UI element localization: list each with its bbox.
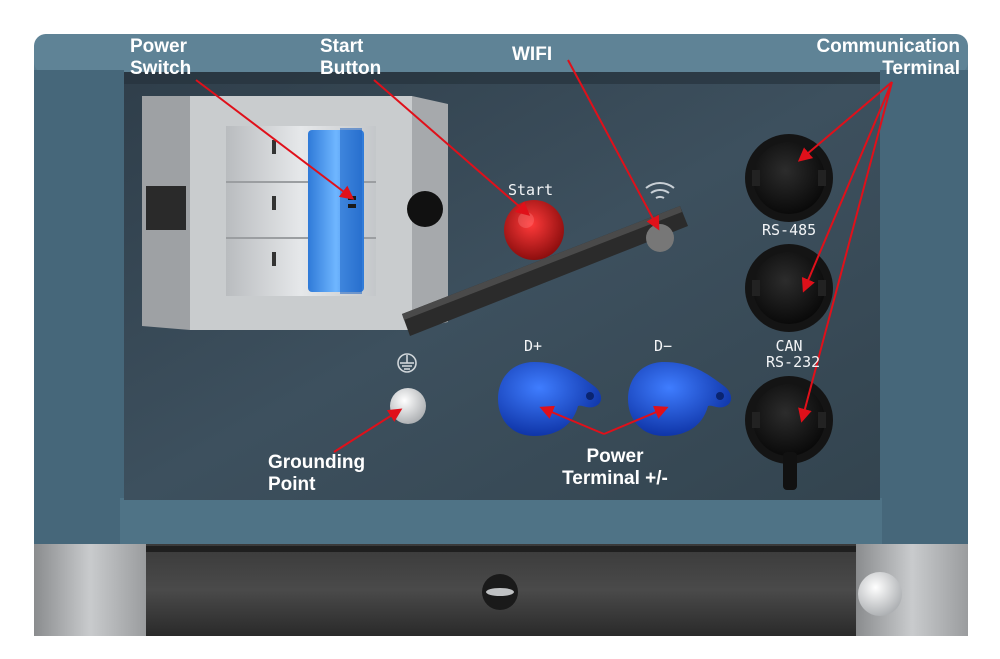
arrow-comm-rs485 bbox=[797, 81, 893, 162]
arrow-wifi bbox=[567, 59, 660, 231]
connector-rs485[interactable] bbox=[745, 134, 833, 222]
connector-can[interactable] bbox=[745, 244, 833, 332]
arrow-power-switch bbox=[195, 79, 355, 200]
bottom-screw-slot bbox=[486, 588, 514, 596]
label-power-switch: Power Switch bbox=[130, 36, 191, 80]
bottom-left-side bbox=[34, 544, 146, 636]
panel-label-d-minus: D− bbox=[654, 338, 672, 354]
casing-left-rail bbox=[34, 70, 124, 544]
label-power-terminal-line2: Terminal +/- bbox=[562, 468, 668, 489]
label-wifi-text: WIFI bbox=[512, 44, 553, 65]
grounding-point bbox=[390, 388, 426, 424]
start-button[interactable] bbox=[504, 200, 564, 260]
casing-top-lip bbox=[34, 34, 968, 74]
label-wifi: WIFI bbox=[512, 44, 552, 66]
casing-bottom-band bbox=[120, 498, 882, 546]
power-terminal-positive[interactable] bbox=[498, 362, 602, 436]
panel-label-rs485-text: RS-485 bbox=[762, 221, 817, 239]
callout-arrows bbox=[195, 59, 893, 453]
label-grounding-line2: Point bbox=[268, 474, 316, 495]
label-power-switch-line1: Power bbox=[130, 36, 188, 57]
arrow-power-pos bbox=[539, 405, 605, 435]
arrow-comm-can bbox=[801, 81, 893, 293]
power-switch-breaker[interactable] bbox=[142, 96, 448, 330]
label-grounding-line1: Grounding bbox=[268, 452, 366, 473]
bottom-divider bbox=[146, 546, 856, 552]
label-communication-line1: Communication bbox=[816, 36, 960, 57]
label-start-button-line2: Button bbox=[320, 58, 382, 79]
wifi-antenna-bar bbox=[402, 206, 688, 336]
label-power-terminal-line1: Power bbox=[586, 446, 644, 467]
arrow-comm-rs232 bbox=[798, 81, 893, 423]
arrow-start-button bbox=[373, 79, 531, 216]
arrow-power-neg bbox=[603, 405, 669, 435]
panel-label-rs485: RS-485 bbox=[762, 222, 816, 238]
label-communication-terminal: Communication Terminal bbox=[816, 36, 960, 80]
label-power-terminal: Power Terminal +/- bbox=[540, 446, 690, 490]
label-power-switch-line2: Switch bbox=[130, 58, 192, 79]
panel-shadow bbox=[124, 72, 880, 84]
arrow-grounding bbox=[333, 408, 403, 453]
side-knob bbox=[858, 572, 902, 616]
panel-label-can-text: CAN bbox=[775, 337, 803, 355]
panel-label-d-plus-text: D+ bbox=[524, 337, 543, 355]
label-grounding-point: Grounding Point bbox=[268, 452, 365, 496]
panel-label-start: Start bbox=[508, 182, 553, 198]
label-start-button: Start Button bbox=[320, 36, 381, 80]
panel-label-d-minus-text: D− bbox=[654, 337, 673, 355]
grounding-symbol-icon bbox=[397, 353, 417, 373]
panel-label-rs232-text: RS-232 bbox=[766, 353, 821, 371]
label-start-button-line1: Start bbox=[320, 36, 364, 57]
wifi-module bbox=[646, 224, 674, 252]
panel-label-d-plus: D+ bbox=[524, 338, 542, 354]
label-communication-line2: Terminal bbox=[882, 58, 960, 79]
panel-label-can-rs232: CAN RS-232 bbox=[766, 337, 821, 371]
casing-right-rail bbox=[880, 70, 968, 544]
wifi-icon bbox=[645, 181, 675, 199]
panel-label-start-text: Start bbox=[508, 181, 554, 199]
